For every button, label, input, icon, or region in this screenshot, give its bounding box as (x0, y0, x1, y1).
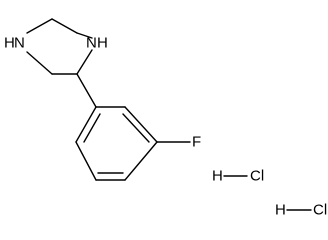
benzene-ring (75, 106, 158, 181)
bond-n2-c-right (76, 49, 93, 75)
hcl-2-cl-label: Cl (313, 202, 327, 219)
bond-ring-to-phenyl (76, 73, 97, 108)
benzene-bond-5 (75, 141, 97, 181)
hcl-2-h-label: H (275, 202, 286, 219)
bond-c-top-c-top-right (51, 18, 78, 34)
bond-c-top-right-n2 (76, 32, 93, 39)
hcl-1-h-label: H (212, 168, 223, 185)
hcl-1-cl-label: Cl (250, 168, 264, 185)
atom-label-h1: H (4, 35, 15, 52)
benzene-bond-3 (124, 141, 158, 181)
benzene-double-bond-1 (122, 113, 150, 143)
benzene-bond-2 (124, 106, 158, 143)
atom-label-f: F (192, 134, 201, 151)
benzene-double-bond-3 (83, 113, 101, 143)
structure-drawing: H N N H F H Cl H Cl (4, 18, 327, 219)
atom-label-n2: N (86, 35, 97, 52)
atom-label-n1: N (14, 35, 25, 52)
benzene-bond-6 (75, 106, 97, 143)
bond-n1-c-top (26, 18, 53, 34)
bond-c-bottom-n1 (26, 51, 53, 75)
piperazine-ring (26, 18, 93, 75)
atom-label-h2: H (97, 35, 108, 52)
